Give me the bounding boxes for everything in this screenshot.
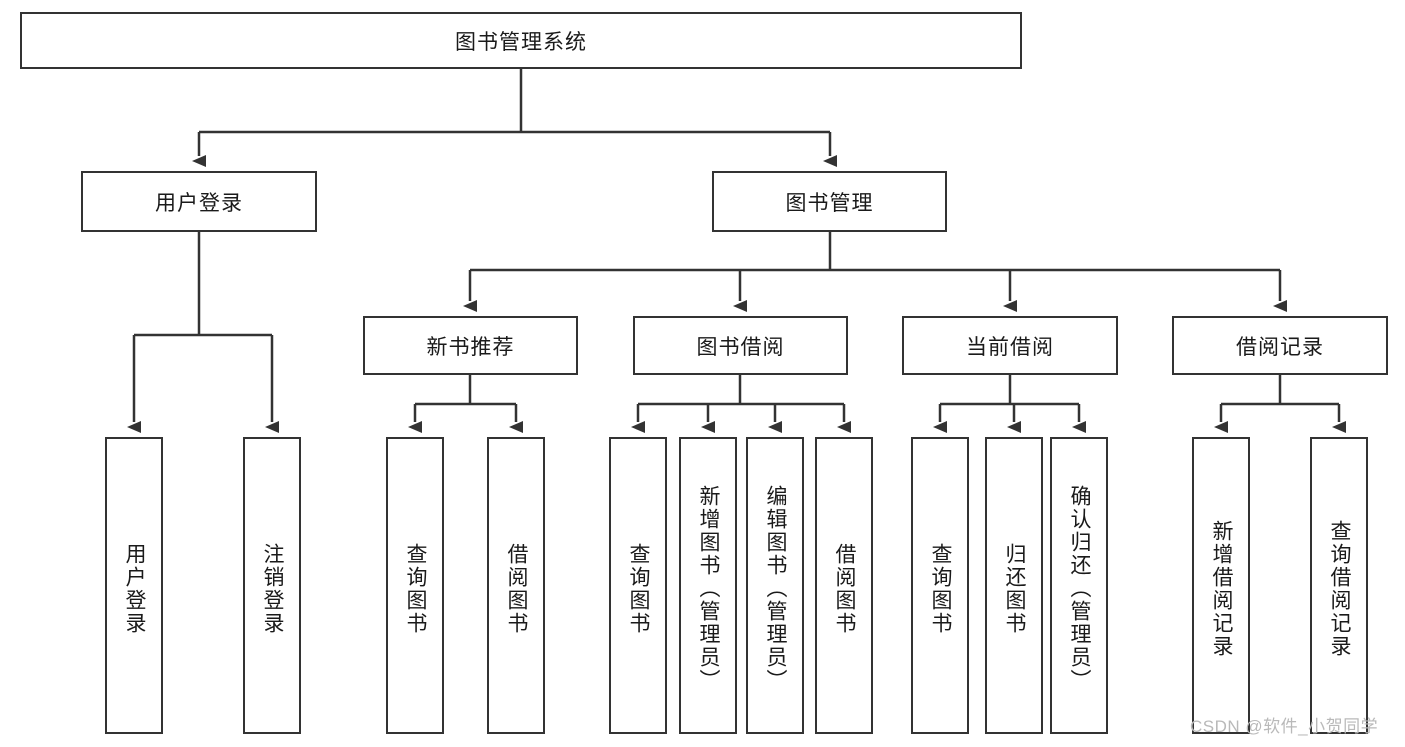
node-book-borrow-label: 图书借阅 bbox=[696, 335, 785, 359]
node-leaf-user-login-label: 用户登录 bbox=[123, 542, 147, 635]
node-leaf-query-record[interactable]: 查询借阅记录 bbox=[1310, 437, 1368, 734]
borrow-record-connectors bbox=[1214, 375, 1346, 433]
node-leaf-return-book[interactable]: 归还图书 bbox=[985, 437, 1043, 734]
node-leaf-borrow-book-1-label: 借阅图书 bbox=[505, 542, 529, 635]
node-leaf-query-book-1[interactable]: 查询图书 bbox=[386, 437, 444, 734]
node-book-manage[interactable]: 图书管理 bbox=[712, 171, 947, 232]
node-leaf-query-record-label: 查询借阅记录 bbox=[1328, 519, 1352, 658]
node-leaf-add-book-label: 新增图书（管理员） bbox=[697, 485, 721, 692]
node-leaf-borrow-book-1[interactable]: 借阅图书 bbox=[487, 437, 545, 734]
node-leaf-confirm-return[interactable]: 确认归还（管理员） bbox=[1050, 437, 1108, 734]
node-leaf-add-record[interactable]: 新增借阅记录 bbox=[1192, 437, 1250, 734]
book-borrow-connectors bbox=[631, 375, 851, 433]
node-leaf-query-book-3-label: 查询图书 bbox=[929, 542, 953, 635]
current-borrow-connectors bbox=[933, 375, 1086, 433]
node-leaf-borrow-book-2[interactable]: 借阅图书 bbox=[815, 437, 873, 734]
node-leaf-add-book[interactable]: 新增图书（管理员） bbox=[679, 437, 737, 734]
node-leaf-return-book-label: 归还图书 bbox=[1003, 542, 1027, 635]
node-leaf-query-book-2-label: 查询图书 bbox=[627, 542, 651, 635]
node-leaf-query-book-3[interactable]: 查询图书 bbox=[911, 437, 969, 734]
root-to-level2-connectors bbox=[192, 69, 837, 167]
node-user-login-label: 用户登录 bbox=[155, 191, 243, 215]
node-leaf-logout[interactable]: 注销登录 bbox=[243, 437, 301, 734]
user-login-connectors bbox=[127, 232, 279, 433]
node-leaf-edit-book[interactable]: 编辑图书（管理员） bbox=[746, 437, 804, 734]
node-current-borrow[interactable]: 当前借阅 bbox=[902, 316, 1118, 375]
csdn-watermark: CSDN @软件_小贺同学 bbox=[1190, 717, 1379, 736]
node-root-label: 图书管理系统 bbox=[455, 30, 587, 54]
node-new-book-rec[interactable]: 新书推荐 bbox=[363, 316, 578, 375]
node-leaf-logout-label: 注销登录 bbox=[261, 542, 285, 635]
node-borrow-record[interactable]: 借阅记录 bbox=[1172, 316, 1388, 375]
book-manage-connectors bbox=[463, 232, 1287, 312]
node-book-borrow[interactable]: 图书借阅 bbox=[633, 316, 848, 375]
node-leaf-query-book-1-label: 查询图书 bbox=[404, 542, 428, 635]
node-new-book-rec-label: 新书推荐 bbox=[426, 335, 515, 359]
node-root[interactable]: 图书管理系统 bbox=[20, 12, 1022, 69]
node-current-borrow-label: 当前借阅 bbox=[966, 335, 1054, 359]
node-leaf-edit-book-label: 编辑图书（管理员） bbox=[764, 485, 788, 692]
node-borrow-record-label: 借阅记录 bbox=[1236, 335, 1324, 359]
node-user-login[interactable]: 用户登录 bbox=[81, 171, 317, 232]
node-leaf-query-book-2[interactable]: 查询图书 bbox=[609, 437, 667, 734]
node-leaf-add-record-label: 新增借阅记录 bbox=[1210, 519, 1234, 658]
node-leaf-user-login[interactable]: 用户登录 bbox=[105, 437, 163, 734]
node-leaf-confirm-return-label: 确认归还（管理员） bbox=[1068, 485, 1092, 692]
new-book-rec-connectors bbox=[408, 375, 523, 433]
node-leaf-borrow-book-2-label: 借阅图书 bbox=[833, 542, 857, 635]
node-book-manage-label: 图书管理 bbox=[785, 191, 874, 215]
